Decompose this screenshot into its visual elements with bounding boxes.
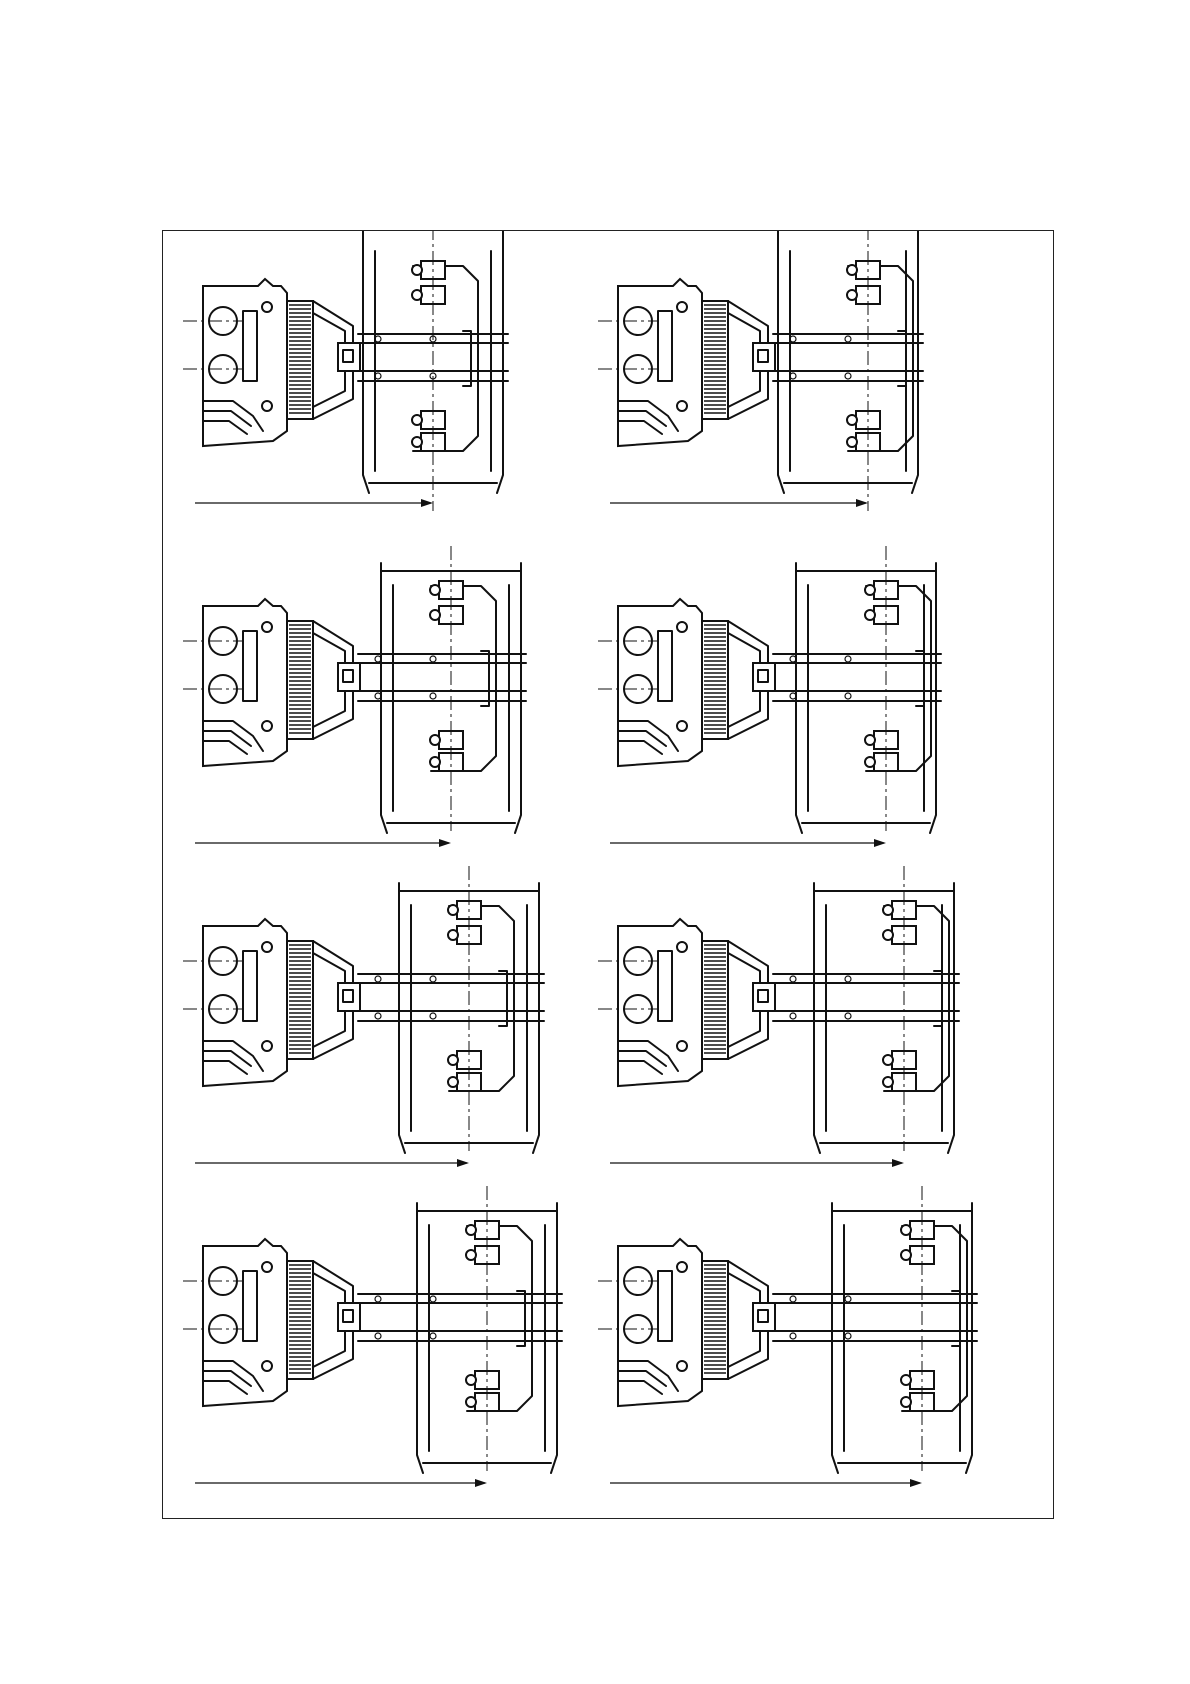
- wheel-panel-r2c1: [183, 546, 526, 847]
- wheel-rim: [814, 883, 954, 1153]
- drawing-frame: [162, 230, 1054, 1519]
- wheel-panel-r4c2: [598, 1186, 977, 1487]
- wheel-panel-r3c2: [598, 866, 959, 1167]
- wheel-panel-r1c2: [598, 231, 923, 511]
- axle-housing: [183, 279, 287, 446]
- axle-housing: [183, 599, 287, 766]
- wheel-disc: [448, 901, 514, 1091]
- hub-shaft: [753, 654, 941, 701]
- wheel-rim: [832, 1203, 972, 1473]
- axle-housing: [183, 919, 287, 1086]
- wheel-disc: [466, 1221, 532, 1411]
- hub-shaft: [753, 974, 959, 1021]
- track-dimension: [610, 499, 868, 507]
- track-dimension: [195, 1479, 487, 1487]
- wheel-panel-r4c1: [183, 1186, 562, 1487]
- wheel-disc: [883, 901, 949, 1091]
- track-dimension: [610, 1159, 904, 1167]
- technical-drawing: [163, 231, 1055, 1520]
- track-dimension: [195, 1159, 469, 1167]
- axle-housing: [598, 1239, 702, 1406]
- wheel-panel-r1c1: [183, 231, 508, 511]
- axle-housing: [598, 919, 702, 1086]
- axle-housing: [598, 599, 702, 766]
- track-dimension: [610, 839, 886, 847]
- track-dimension: [195, 499, 433, 507]
- hub-shaft: [338, 654, 526, 701]
- wheel-disc: [865, 581, 931, 771]
- wheel-disc: [847, 261, 913, 451]
- track-dimension: [610, 1479, 922, 1487]
- hub-shaft: [753, 1294, 977, 1341]
- wheel-panel-r2c2: [598, 546, 941, 847]
- axle-housing: [183, 1239, 287, 1406]
- track-dimension: [195, 839, 451, 847]
- wheel-disc: [901, 1221, 967, 1411]
- wheel-panel-r3c1: [183, 866, 544, 1167]
- hub-shaft: [338, 1294, 562, 1341]
- wheel-rim: [796, 563, 936, 833]
- wheel-disc: [412, 261, 478, 451]
- wheel-disc: [430, 581, 496, 771]
- axle-housing: [598, 279, 702, 446]
